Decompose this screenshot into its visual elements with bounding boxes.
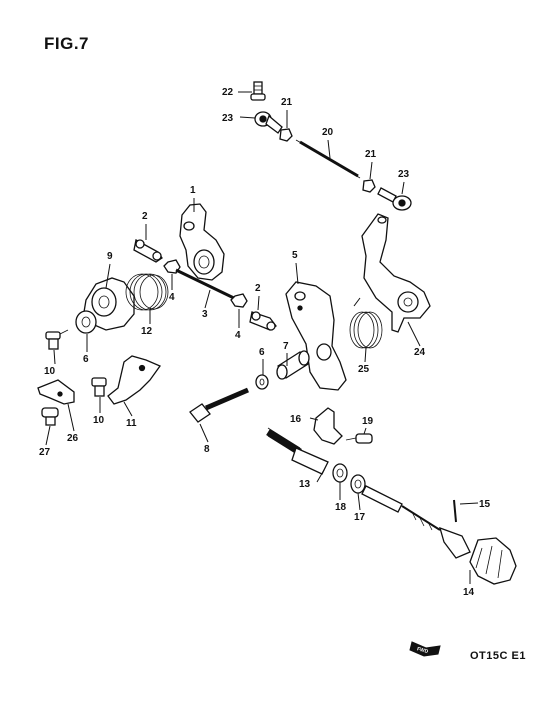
lever-24: [361, 213, 431, 333]
part-labels: 22 23 21 20 21 23 1 2 9 5 4 2 3 12 4 10 …: [39, 87, 491, 598]
spring-25: [349, 297, 383, 349]
washer-18: [332, 463, 348, 483]
label-2b: 2: [255, 283, 261, 294]
bolt-10a: [45, 329, 69, 350]
pin-7: [276, 350, 310, 380]
label-23b: 23: [398, 169, 410, 180]
bolt-8: [189, 387, 249, 423]
label-14: 14: [463, 587, 475, 598]
label-21b: 21: [365, 149, 377, 160]
clip-11: [107, 355, 161, 405]
label-22: 22: [222, 87, 234, 98]
label-11: 11: [126, 418, 137, 429]
label-27: 27: [39, 447, 51, 458]
clip-26: [37, 379, 75, 405]
screw-19: [345, 433, 373, 444]
label-5: 5: [292, 250, 298, 261]
label-19: 19: [362, 416, 374, 427]
nut-21a: [279, 128, 293, 142]
label-6a: 6: [83, 354, 89, 365]
rod-20: [295, 139, 361, 179]
label-2a: 2: [142, 211, 148, 222]
label-7: 7: [283, 341, 289, 352]
label-8: 8: [204, 444, 210, 455]
label-4a: 4: [169, 292, 175, 303]
label-17: 17: [354, 512, 366, 523]
label-23a: 23: [222, 113, 234, 124]
label-6b: 6: [259, 347, 265, 358]
label-3: 3: [202, 309, 208, 320]
label-18: 18: [335, 502, 347, 513]
label-20: 20: [322, 127, 334, 138]
label-16: 16: [290, 414, 302, 425]
fwd-arrow-icon: FWD: [409, 641, 441, 657]
knob-14: [469, 537, 517, 585]
label-13: 13: [299, 479, 311, 490]
diagram-code: OT15C E1: [470, 650, 526, 662]
nut-4a: [163, 259, 181, 274]
label-26: 26: [67, 433, 79, 444]
label-24: 24: [414, 347, 426, 358]
collar-6a: [75, 310, 97, 334]
spring-12: [125, 273, 169, 311]
leader-lines: [45, 91, 479, 584]
screw-27: [41, 407, 59, 426]
fwd-arrow-label: FWD: [416, 646, 429, 655]
label-15: 15: [479, 499, 491, 510]
cable-14: [361, 485, 471, 559]
pin-15: [453, 499, 457, 523]
link-2a: [133, 239, 163, 263]
bolt-10b: [91, 377, 107, 397]
ball-joint-23b: [377, 187, 412, 211]
bolt-22: [250, 81, 266, 101]
lever-1: [179, 203, 225, 281]
ball-joint-23a: [254, 111, 283, 134]
label-9: 9: [107, 251, 113, 262]
label-10b: 10: [93, 415, 105, 426]
bracket-16: [313, 407, 343, 445]
washer-6b: [255, 374, 269, 390]
nut-21b: [362, 179, 376, 193]
figure-title: FIG.7: [44, 34, 90, 53]
label-21a: 21: [281, 97, 293, 108]
label-1: 1: [190, 185, 196, 196]
nut-4b: [230, 293, 248, 308]
label-25: 25: [358, 364, 370, 375]
link-2b: [249, 311, 277, 331]
washer-17: [350, 474, 366, 494]
label-12: 12: [141, 326, 153, 337]
label-10a: 10: [44, 366, 56, 377]
label-4b: 4: [235, 330, 241, 341]
bracket-5: [285, 281, 347, 391]
